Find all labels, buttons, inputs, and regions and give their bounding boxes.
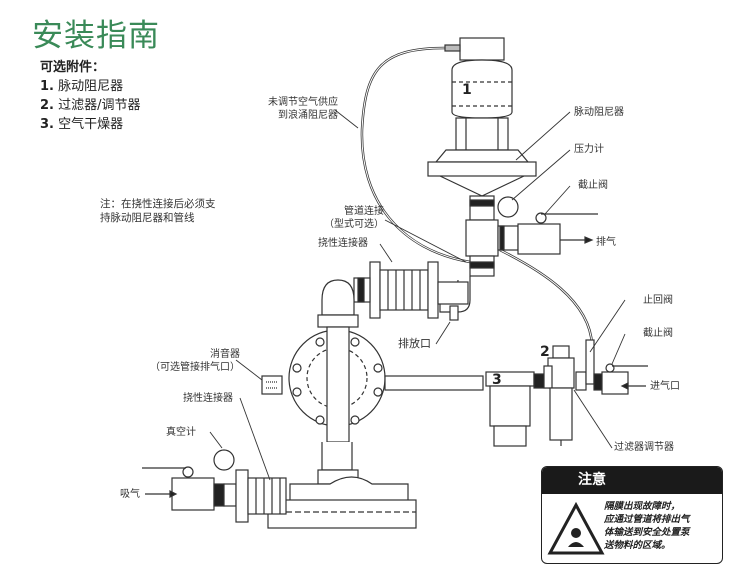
callout-number-dryer: 3: [492, 372, 502, 388]
filter-regulator: [533, 339, 603, 446]
label-shutoff-valve-top: 截止阀: [578, 180, 608, 191]
label-filter-regulator: 过滤器调节器: [614, 442, 674, 453]
label-exhaust: 排气: [596, 237, 616, 248]
warning-box: 注意 隔膜出现故障时， 应通过管道将排出气 体输送到安全处置泵 送物料的区域。: [541, 466, 723, 564]
accessory-item: 3. 空气干燥器: [40, 117, 124, 132]
label-suction: 吸气: [120, 489, 140, 500]
label-air-inlet: 进气口: [650, 381, 680, 392]
label-flex-connector-top: 挠性连接器: [318, 238, 368, 249]
label-drain-port: 排放口: [398, 337, 431, 350]
page-title: 安装指南: [32, 18, 160, 54]
label-unregulated-air: 未调节空气供应 到浪涌阻尼器: [268, 97, 338, 121]
hazard-icon: [547, 501, 605, 555]
shutoff-valve-top: [517, 212, 598, 255]
pressure-gauge: [497, 196, 519, 218]
callout-number-damper: 1: [462, 82, 472, 98]
label-pipe-connection: 管道连接 （型式可选）: [324, 206, 384, 230]
label-muffler: 消音器 （可选管接排气口）: [150, 349, 240, 373]
callout-number-filter: 2: [540, 344, 550, 360]
support-note: 注：在挠性连接后必须支 持脉动阻尼器和管线: [100, 198, 216, 224]
accessories-list: 可选附件： 1. 脉动阻尼器 2. 过滤器/调节器 3. 空气干燥器: [40, 58, 141, 134]
air-line-hose: [499, 248, 594, 346]
accessories-heading: 可选附件：: [40, 60, 106, 75]
label-flex-connector-bottom: 挠性连接器: [183, 393, 233, 404]
air-dryer: [485, 371, 535, 447]
upper-flex-connector: [353, 261, 469, 321]
diaphragm-pump: [261, 279, 484, 529]
suction-line: [142, 449, 287, 523]
label-pressure-gauge: 压力计: [574, 144, 604, 155]
warning-heading: 注意: [542, 467, 722, 494]
accessory-item: 2. 过滤器/调节器: [40, 98, 141, 113]
warning-text: 隔膜出现故障时， 应通过管道将排出气 体输送到安全处置泵 送物料的区域。: [604, 501, 690, 551]
shutoff-valve-right: [601, 363, 648, 395]
label-shutoff-valve-right: 截止阀: [643, 328, 673, 339]
label-vacuum-gauge: 真空计: [166, 427, 196, 438]
pulsation-damper: [427, 37, 537, 197]
accessory-item: 1. 脉动阻尼器: [40, 79, 124, 94]
label-check-valve: 止回阀: [643, 295, 673, 306]
label-pulsation-damper: 脉动阻尼器: [574, 107, 624, 118]
